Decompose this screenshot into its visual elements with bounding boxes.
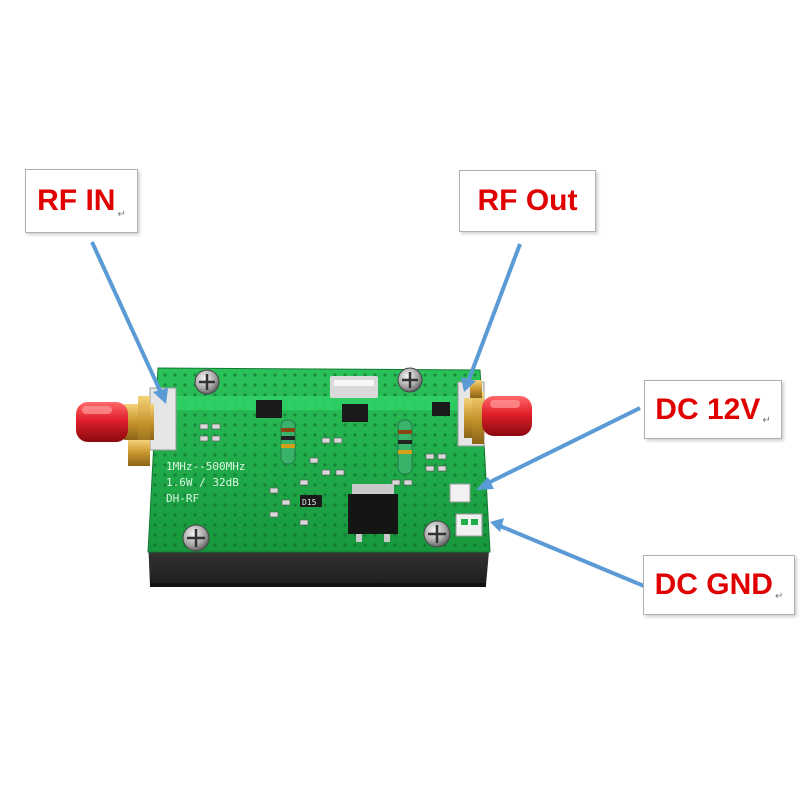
smd-components bbox=[199, 423, 447, 526]
mosfet-leg-1 bbox=[356, 534, 362, 542]
housing-shadow bbox=[150, 583, 486, 587]
ic-d15 bbox=[300, 495, 322, 507]
shield-pad-shine bbox=[334, 380, 374, 386]
label-dc-12v-text: DC 12V bbox=[655, 392, 761, 426]
return-mark-icon: ↵ bbox=[762, 415, 771, 426]
resistor-right bbox=[397, 419, 413, 475]
resistor-left bbox=[280, 419, 296, 465]
return-mark-icon: ↵ bbox=[117, 209, 126, 220]
pcb-via-field bbox=[148, 368, 490, 552]
label-rf-in: RF IN ↵ bbox=[25, 169, 138, 233]
label-rf-out: RF Out bbox=[459, 170, 596, 232]
arrow-rf-out bbox=[461, 243, 522, 392]
shield-pad bbox=[330, 376, 378, 398]
label-dc-gnd: DC GND ↵ bbox=[643, 555, 795, 615]
silkscreen-line-3: DH-RF bbox=[166, 492, 199, 505]
return-mark-icon: ↵ bbox=[774, 591, 784, 602]
arrow-dc-12v bbox=[476, 406, 641, 490]
label-dc-12v: DC 12V ↵ bbox=[644, 380, 782, 439]
label-rf-out-text: RF Out bbox=[477, 184, 578, 217]
sma-connector-left bbox=[76, 396, 154, 466]
dc-12v-pad bbox=[449, 483, 471, 503]
arrow-dc-gnd bbox=[490, 518, 645, 588]
ic-marking: D15 bbox=[302, 498, 317, 507]
transistor-1 bbox=[256, 400, 282, 418]
screw-bottom-right bbox=[423, 520, 451, 548]
copper-strip-top bbox=[160, 396, 478, 410]
label-dc-gnd-text: DC GND bbox=[654, 568, 773, 601]
mosfet-leg-2 bbox=[384, 534, 390, 542]
silkscreen-line-1: 1MHz--500MHz bbox=[166, 460, 245, 473]
dc-gnd-pad-inner bbox=[461, 519, 468, 525]
silkscreen-line-2: 1.6W / 32dB bbox=[166, 476, 239, 489]
label-rf-in-text: RF IN bbox=[37, 184, 116, 217]
screw-top-left bbox=[194, 369, 220, 395]
dc-gnd-pad bbox=[455, 513, 483, 537]
transistor-2 bbox=[342, 404, 368, 422]
screw-top-right bbox=[397, 367, 423, 393]
dc-gnd-pad-inner-2 bbox=[471, 519, 478, 525]
arrow-rf-in bbox=[90, 241, 168, 404]
sma-connector-right bbox=[464, 380, 532, 444]
mosfet-body bbox=[348, 494, 398, 534]
screw-bottom-left bbox=[182, 524, 210, 552]
transistor-3 bbox=[432, 402, 450, 416]
